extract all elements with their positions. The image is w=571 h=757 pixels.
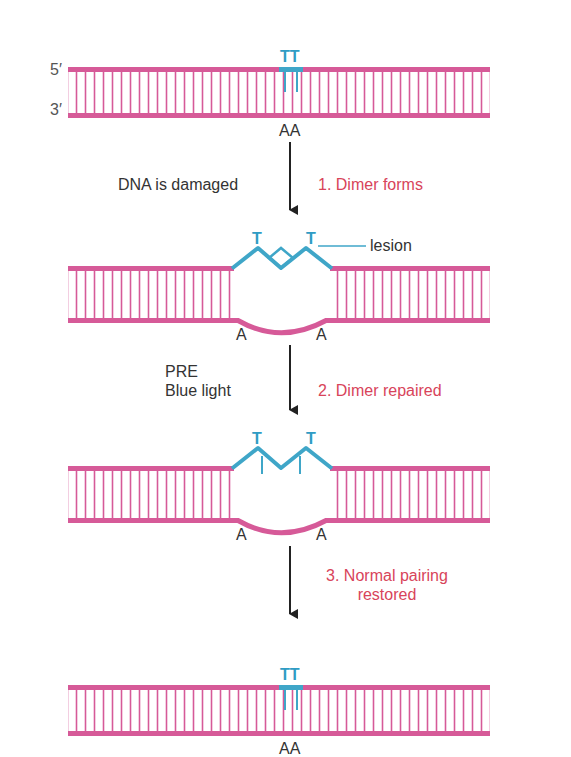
dna-helix (68, 685, 490, 736)
base-label: T (252, 429, 262, 448)
step-label: 3. Normal pairing restored (312, 566, 462, 604)
base-label: A (236, 525, 247, 544)
base-label: A (316, 525, 327, 544)
base-label: A (236, 325, 247, 344)
base-label: A (316, 325, 327, 344)
step-label: 1. Dimer forms (318, 175, 423, 194)
step-note: Blue light (165, 381, 231, 400)
step-arrow (289, 345, 291, 410)
damaged-dna-helix (68, 246, 490, 333)
leader-line (318, 245, 366, 247)
step-note: DNA is damaged (118, 175, 238, 194)
base-label: TT (280, 47, 300, 66)
step-arrow (289, 546, 291, 614)
step-note: PRE (165, 362, 198, 381)
base-label: TT (280, 665, 300, 684)
strand-end-label: 3′ (50, 100, 62, 119)
strand-end-label: 5′ (50, 60, 62, 79)
base-label: AA (279, 739, 300, 757)
step-arrow (289, 142, 291, 210)
step-label: 2. Dimer repaired (318, 381, 442, 400)
base-label: T (306, 229, 316, 248)
dna-helix (68, 67, 490, 118)
repaired-dna-helix (68, 448, 490, 533)
base-label: AA (279, 121, 300, 140)
base-label: T (306, 429, 316, 448)
callout-label: lesion (370, 236, 412, 255)
base-label: T (252, 229, 262, 248)
